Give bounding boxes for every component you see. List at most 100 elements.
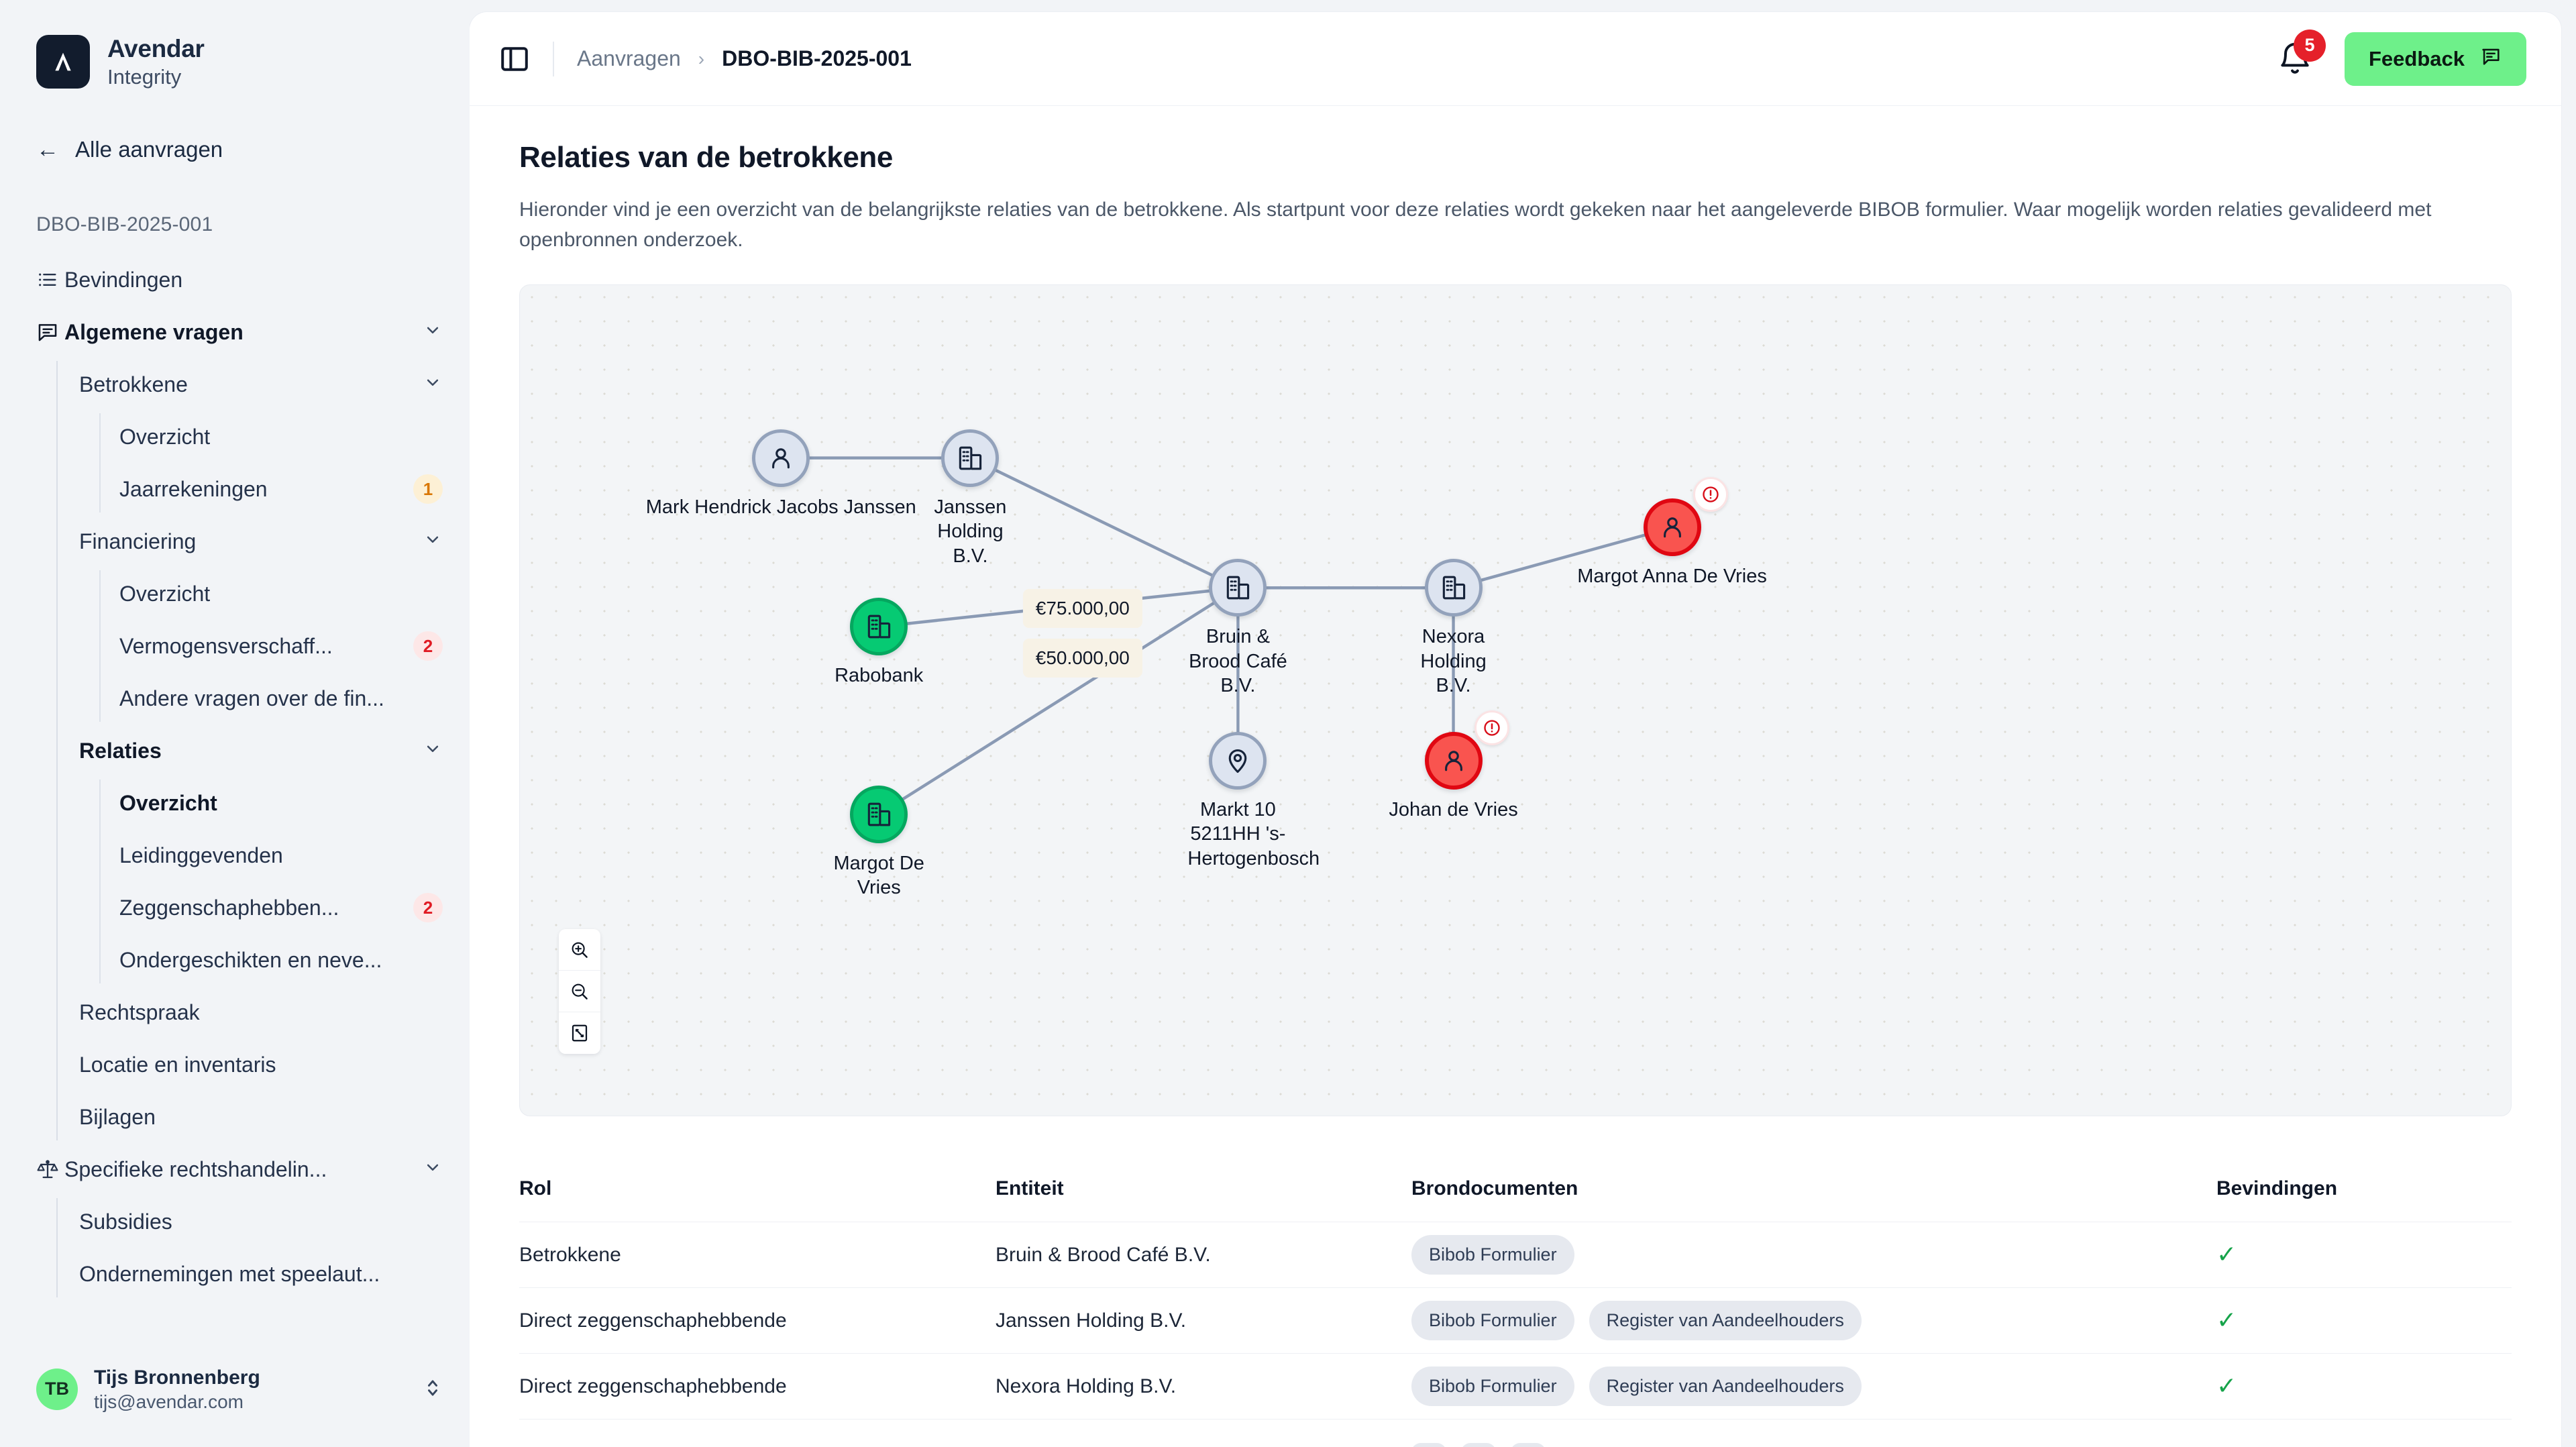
graph-edge-label: €50.000,00 xyxy=(1022,639,1142,678)
sidebar-item-label: Betrokkene xyxy=(79,372,188,396)
warning-icon xyxy=(1474,710,1509,745)
sidebar-item-specifieke-rechtshandelin[interactable]: Specifieke rechtshandelin... xyxy=(0,1143,470,1195)
sidebar-item-ondergeschikten-en-neve[interactable]: Ondergeschikten en neve... xyxy=(0,934,470,986)
list-icon xyxy=(36,268,64,291)
cell-entiteit: Janssen Holding B.V. xyxy=(996,1309,1187,1332)
sidebar-item-label: Zeggenschaphebben... xyxy=(119,895,339,920)
chevron-down-icon[interactable] xyxy=(423,372,443,397)
arrow-left-icon: ← xyxy=(36,137,59,163)
location-icon xyxy=(1209,731,1267,790)
sidebar-item-locatie-en-inventaris[interactable]: Locatie en inventaris xyxy=(0,1038,470,1091)
sidebar-item-relaties[interactable]: Relaties xyxy=(0,725,470,777)
chevron-updown-icon[interactable] xyxy=(425,1375,440,1403)
table-row[interactable] xyxy=(519,1419,2512,1447)
topbar-divider xyxy=(553,41,554,76)
graph-node-label: Nexora Holding B.V. xyxy=(1420,626,1487,697)
chevron-down-icon[interactable] xyxy=(423,529,443,554)
graph-node-bruin[interactable]: Bruin & Brood Café B.V. xyxy=(1189,559,1287,696)
sidebar-item-betrokkene[interactable]: Betrokkene xyxy=(0,358,470,411)
zoom-out-icon[interactable] xyxy=(559,971,600,1012)
page-description: Hieronder vind je een overzicht van de b… xyxy=(519,199,2432,251)
source-document-badge[interactable]: Register van Aandeelhouders xyxy=(1589,1366,1862,1406)
breadcrumb-parent[interactable]: Aanvragen xyxy=(577,46,681,70)
sidebar-item-bevindingen[interactable]: Bevindingen xyxy=(0,254,470,306)
feedback-label: Feedback xyxy=(2368,46,2465,70)
chat-icon xyxy=(36,321,64,343)
notification-count-badge: 5 xyxy=(2293,29,2326,62)
main-area: Aanvragen › DBO-BIB-2025-001 5 Feedback xyxy=(470,0,2576,1447)
graph-node-margotdv[interactable]: Margot De Vries xyxy=(834,785,924,898)
cell-entiteit: Nexora Holding B.V. xyxy=(996,1375,1177,1397)
zoom-in-icon[interactable] xyxy=(559,929,600,971)
sidebar-item-label: Overzicht xyxy=(119,581,211,606)
chevron-down-icon[interactable] xyxy=(423,320,443,345)
brand[interactable]: Avendar Integrity xyxy=(0,0,470,89)
graph-node-johan[interactable]: Johan de Vries xyxy=(1389,710,1518,820)
graph-node-nexora[interactable]: Nexora Holding B.V. xyxy=(1420,559,1487,696)
chevron-down-icon[interactable] xyxy=(423,739,443,763)
source-document-badge[interactable]: Bibob Formulier xyxy=(1411,1235,1574,1275)
back-label: Alle aanvragen xyxy=(75,137,223,162)
graph-node-label: Markt 10 5211HH 's-Hertogenbosch xyxy=(1187,798,1320,869)
avatar: TB xyxy=(36,1368,78,1410)
sidebar-toggle-icon[interactable] xyxy=(499,44,530,74)
sidebar-item-label: Vermogensverschaff... xyxy=(119,633,333,658)
col-bevindingen: Bevindingen xyxy=(2216,1177,2338,1199)
sidebar-item-ondernemingen-met-speelaut[interactable]: Ondernemingen met speelaut... xyxy=(0,1248,470,1300)
sidebar-item-bijlagen[interactable]: Bijlagen xyxy=(0,1091,470,1143)
sidebar-item-label: Rechtspraak xyxy=(79,1000,200,1024)
graph-edge-label: €75.000,00 xyxy=(1022,589,1142,629)
feedback-button[interactable]: Feedback xyxy=(2344,32,2526,86)
graph-node-janssen[interactable]: Janssen Holding B.V. xyxy=(934,429,1006,567)
graph-node-rabo[interactable]: Rabobank xyxy=(835,598,923,686)
sidebar-item-overzicht[interactable]: Overzicht xyxy=(0,411,470,463)
source-document-badge[interactable]: Bibob Formulier xyxy=(1411,1301,1574,1340)
source-document-badge[interactable] xyxy=(1511,1442,1546,1447)
cell-brondocumenten xyxy=(1411,1442,2216,1447)
sidebar-item-label: Subsidies xyxy=(79,1209,172,1234)
graph-node-mark[interactable]: Mark Hendrick Jacobs Janssen xyxy=(646,429,916,518)
source-document-badge[interactable]: Bibob Formulier xyxy=(1411,1366,1574,1406)
sidebar-item-zeggenschaphebben[interactable]: Zeggenschaphebben...2 xyxy=(0,881,470,934)
company-icon xyxy=(941,429,1000,487)
graph-zoom-controls[interactable] xyxy=(559,929,600,1054)
graph-node-label: Bruin & Brood Café B.V. xyxy=(1189,626,1287,697)
source-document-badge[interactable] xyxy=(1411,1442,1446,1447)
scales-icon xyxy=(36,1158,64,1181)
graph-dot-grid xyxy=(520,285,2511,1116)
fit-view-icon[interactable] xyxy=(559,1012,600,1054)
sidebar-item-andere-vragen-over-de-fin[interactable]: Andere vragen over de fin... xyxy=(0,672,470,725)
person-icon xyxy=(1424,710,1509,790)
graph-node-margotad[interactable]: Margot Anna De Vries xyxy=(1577,477,1767,587)
back-to-all-requests[interactable]: ← Alle aanvragen xyxy=(0,137,470,162)
graph-edges xyxy=(780,456,1674,816)
content-panel: Aanvragen › DBO-BIB-2025-001 5 Feedback xyxy=(470,12,2561,1447)
sidebar-item-rechtspraak[interactable]: Rechtspraak xyxy=(0,986,470,1038)
user-account-switcher[interactable]: TB Tijs Bronnenberg tijs@avendar.com xyxy=(0,1365,470,1447)
sidebar-item-label: Bijlagen xyxy=(79,1104,156,1129)
sidebar-item-financiering[interactable]: Financiering xyxy=(0,515,470,568)
sidebar-item-leidinggevenden[interactable]: Leidinggevenden xyxy=(0,829,470,881)
sidebar-item-vermogensverschaff[interactable]: Vermogensverschaff...2 xyxy=(0,620,470,672)
sidebar-item-overzicht[interactable]: Overzicht xyxy=(0,568,470,620)
chevron-down-icon[interactable] xyxy=(423,1157,443,1182)
sidebar-badge: 1 xyxy=(413,474,443,504)
sidebar-item-label: Bevindingen xyxy=(64,267,183,292)
sidebar-item-subsidies[interactable]: Subsidies xyxy=(0,1195,470,1248)
warning-icon xyxy=(1693,477,1728,513)
source-document-badge[interactable] xyxy=(1461,1442,1496,1447)
sidebar-item-overzicht[interactable]: Overzicht xyxy=(0,777,470,829)
notifications-button[interactable]: 5 xyxy=(2276,29,2326,78)
sidebar-item-label: Locatie en inventaris xyxy=(79,1052,276,1077)
sidebar-item-algemene-vragen[interactable]: Algemene vragen xyxy=(0,306,470,358)
status-check-icon: ✓ xyxy=(2216,1305,2237,1334)
cell-brondocumenten: Bibob Formulier Register van Aandeelhoude… xyxy=(1411,1301,2216,1340)
graph-node-markt10[interactable]: Markt 10 5211HH 's-Hertogenbosch xyxy=(1187,731,1320,869)
source-document-badge[interactable]: Register van Aandeelhouders xyxy=(1589,1301,1862,1340)
